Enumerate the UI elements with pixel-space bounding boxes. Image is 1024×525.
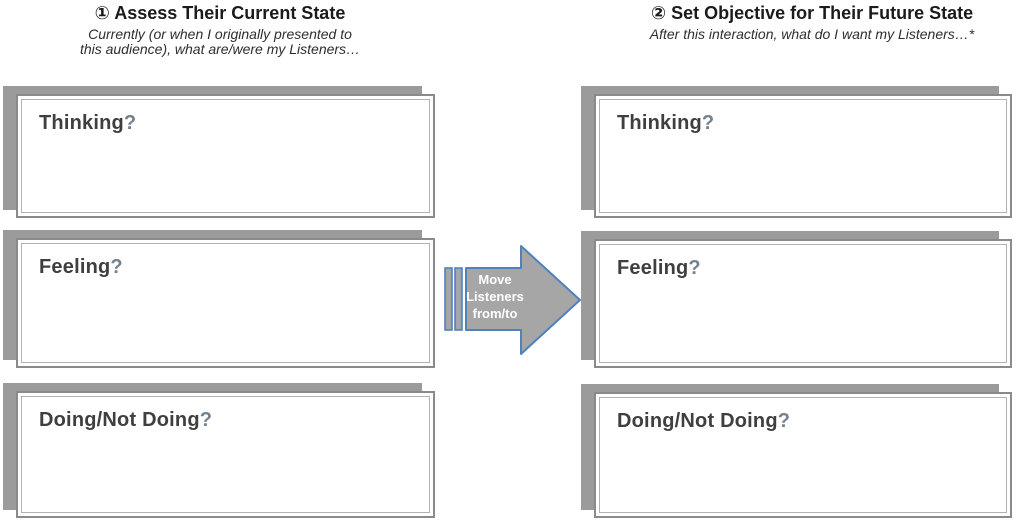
question-mark: ?	[688, 257, 701, 279]
question-mark: ?	[777, 410, 791, 432]
question-mark: ?	[701, 112, 715, 134]
arrow-label-line: from/to	[473, 306, 518, 321]
future-state-header: ② Set Objective for Their Future State A…	[600, 3, 1024, 42]
current-feeling-box[interactable]: Feeling?	[16, 238, 435, 368]
current-state-header: ① Assess Their Current State Currently (…	[20, 3, 420, 58]
current-state-title: ① Assess Their Current State	[94, 3, 346, 23]
question-mark: ?	[199, 409, 213, 431]
box-label: Thinking?	[617, 112, 715, 134]
box-inner: Thinking?	[599, 99, 1007, 213]
box-label: Thinking?	[39, 112, 137, 134]
arrow-body	[465, 245, 581, 355]
box-inner: Thinking?	[21, 99, 430, 213]
arrow-stripe-2	[454, 267, 463, 331]
current-doing-box[interactable]: Doing/Not Doing?	[16, 391, 435, 518]
box-inner: Doing/Not Doing?	[599, 397, 1007, 513]
arrow-stripe-1	[444, 267, 453, 331]
arrow-label-line: Listeners	[466, 289, 524, 304]
question-mark: ?	[110, 256, 123, 278]
box-label: Feeling?	[39, 256, 123, 278]
current-state-subtitle: Currently (or when I originally presente…	[79, 25, 361, 58]
box-inner: Feeling?	[599, 244, 1007, 363]
question-mark: ?	[123, 112, 137, 134]
box-label: Feeling?	[617, 257, 701, 279]
arrow-label-line: Move	[478, 272, 511, 287]
future-doing-box[interactable]: Doing/Not Doing?	[594, 392, 1012, 518]
future-thinking-box[interactable]: Thinking?	[594, 94, 1012, 218]
move-listeners-arrow: Move Listeners from/to	[444, 245, 581, 355]
box-label: Doing/Not Doing?	[617, 410, 791, 432]
box-inner: Feeling?	[21, 243, 430, 363]
future-feeling-box[interactable]: Feeling?	[594, 239, 1012, 368]
box-label: Doing/Not Doing?	[39, 409, 213, 431]
future-state-title: ② Set Objective for Their Future State	[650, 3, 974, 23]
future-state-subtitle: After this interaction, what do I want m…	[649, 25, 975, 42]
box-inner: Doing/Not Doing?	[21, 396, 430, 513]
current-thinking-box[interactable]: Thinking?	[16, 94, 435, 218]
